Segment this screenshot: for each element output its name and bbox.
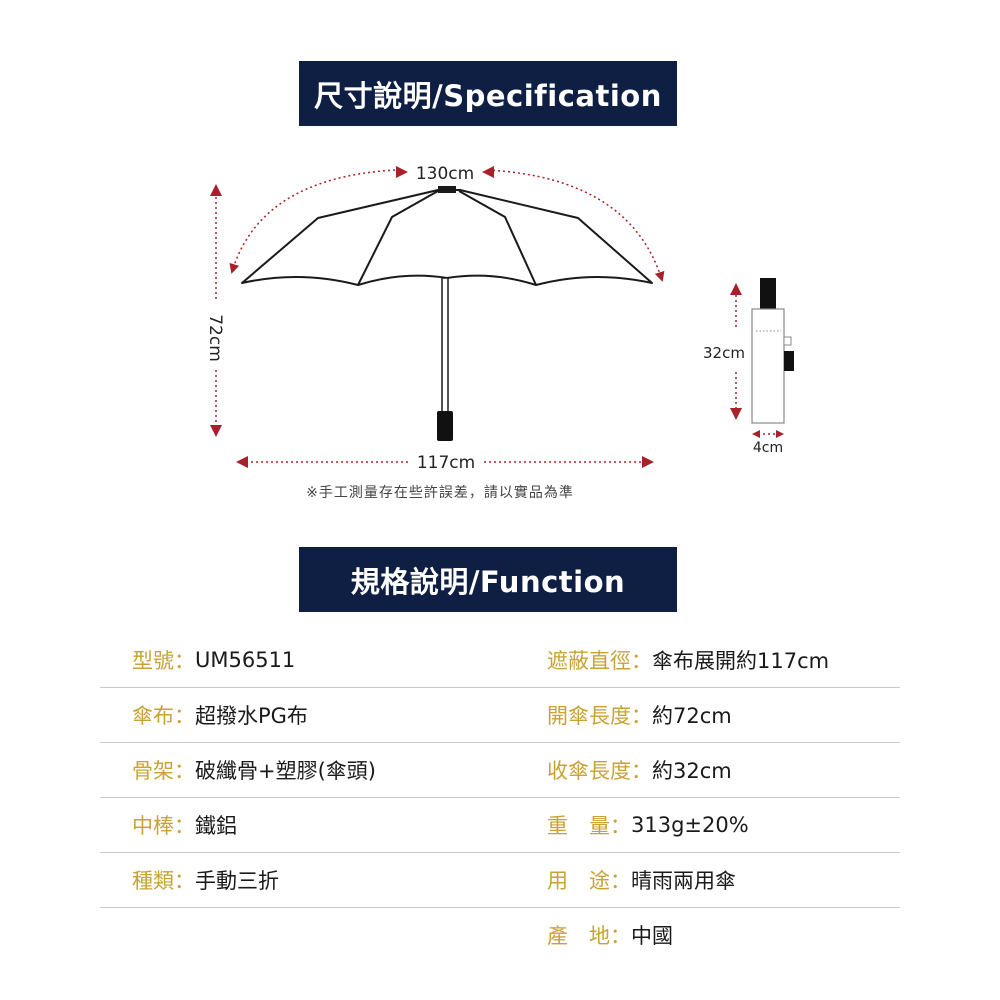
spec-label: 中棒：: [132, 814, 195, 838]
spec-value: 鐵鋁: [195, 814, 237, 838]
spec-value: 313g±20%: [631, 813, 749, 837]
folded-length-dimension: 32cm: [703, 283, 745, 420]
spec-label: 遮蔽直徑：: [547, 649, 652, 673]
folded-width-label: 4cm: [753, 440, 783, 456]
folded-umbrella-sleeve: [751, 308, 785, 424]
folded-umbrella-strap: [783, 336, 792, 346]
spec-row: 中棒：鐵鋁 重 量：313g±20%: [100, 798, 900, 853]
specification-banner: 尺寸說明/Specification: [299, 61, 677, 126]
spec-label: 型號：: [132, 649, 195, 673]
spec-row: 種類：手動三折 用 途：晴雨兩用傘: [100, 853, 900, 908]
folded-length-label: 32cm: [703, 344, 745, 362]
spec-row: 骨架：破纖骨+塑膠(傘頭) 收傘長度：約32cm: [100, 743, 900, 798]
umbrella-rib-right: [458, 190, 537, 286]
umbrella-canopy: [241, 189, 653, 286]
measurement-note: ※手工測量存在些許誤差，請以實品為準: [306, 485, 574, 501]
spec-label: 用 途：: [547, 869, 631, 893]
spec-table: 型號：UM56511 遮蔽直徑：傘布展開約117cm 傘布：超撥水PG布 開傘長…: [100, 633, 900, 962]
folded-width-dimension: 4cm: [752, 430, 784, 456]
spec-label: 傘布：: [132, 704, 195, 728]
umbrella-dimension-diagram: 130cm 72cm 117cm 32cm 4cm: [205, 164, 794, 473]
folded-umbrella-label-tag: [784, 351, 794, 371]
folded-umbrella-drawing: [751, 278, 794, 424]
spec-row: 型號：UM56511 遮蔽直徑：傘布展開約117cm: [100, 633, 900, 688]
span-label: 117cm: [417, 453, 475, 473]
folded-umbrella-handle: [760, 278, 776, 310]
specification-title: 尺寸說明/Specification: [314, 78, 662, 113]
spec-label: 重 量：: [547, 814, 631, 838]
spec-value: 超撥水PG布: [195, 704, 308, 728]
spec-label: 骨架：: [132, 759, 195, 783]
spec-label: 產 地：: [547, 924, 631, 948]
spec-value: UM56511: [195, 648, 296, 672]
umbrella-handle: [437, 411, 453, 441]
span-dimension: 117cm: [236, 453, 654, 473]
umbrella-shaft: [441, 277, 449, 414]
height-label: 72cm: [205, 314, 225, 362]
function-banner: 規格說明/Function: [299, 547, 677, 612]
spec-value: 晴雨兩用傘: [631, 869, 736, 893]
arc-length-label: 130cm: [416, 164, 474, 184]
spec-value: 約72cm: [652, 704, 732, 728]
height-dimension: 72cm: [205, 184, 225, 437]
spec-label: 種類：: [132, 869, 195, 893]
spec-row: 傘布：超撥水PG布 開傘長度：約72cm: [100, 688, 900, 743]
spec-value: 手動三折: [195, 869, 279, 893]
open-umbrella-drawing: [241, 186, 653, 441]
function-title: 規格說明/Function: [350, 564, 626, 599]
spec-label: 收傘長度：: [547, 759, 652, 783]
spec-value: 約32cm: [652, 759, 732, 783]
spec-value: 中國: [631, 924, 673, 948]
spec-row: 產 地：中國: [100, 908, 900, 962]
arc-length-dimension: 130cm: [229, 164, 665, 282]
spec-value: 傘布展開約117cm: [652, 649, 830, 673]
umbrella-rib-left: [357, 190, 439, 286]
spec-label: 開傘長度：: [547, 704, 652, 728]
spec-value: 破纖骨+塑膠(傘頭): [195, 759, 376, 783]
umbrella-top-cap: [438, 186, 456, 193]
